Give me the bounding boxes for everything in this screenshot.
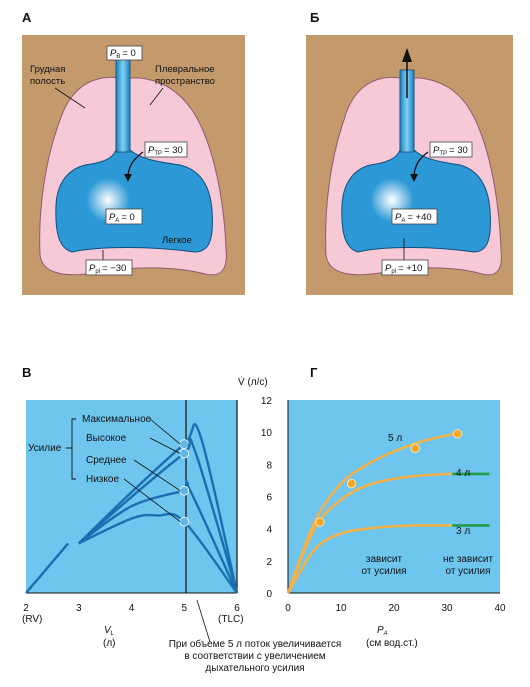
ppl-text-a: Ppl= −30 bbox=[89, 263, 126, 275]
effort-level-mid: Среднее bbox=[86, 455, 127, 466]
effort-label: Усилие bbox=[28, 443, 62, 454]
panel-g-x-tick: 10 bbox=[335, 603, 347, 614]
effort-level-low: Низкое bbox=[86, 474, 119, 485]
note-line-2: в соответствии с увеличением bbox=[184, 651, 325, 662]
curve-4-label: 4 л bbox=[456, 468, 470, 479]
panel-v-curves bbox=[25, 422, 239, 594]
ptp-text-a: PTP= 30 bbox=[148, 145, 183, 157]
panel-g-x-unit: (см вод.ст.) bbox=[366, 638, 418, 649]
effort-bracket bbox=[66, 418, 76, 480]
pb-box bbox=[106, 45, 143, 61]
panel-b-letter: Б bbox=[310, 10, 319, 25]
panel-v-x-unit: (л) bbox=[103, 638, 116, 649]
pb-text: PB= 0 bbox=[110, 48, 136, 60]
chest-leader bbox=[54, 87, 86, 109]
effort-leader-2 bbox=[149, 437, 181, 454]
panel-g-x-tick: 40 bbox=[494, 603, 506, 614]
ptp-text-b: PTP= 30 bbox=[433, 145, 468, 157]
chest-label-2: полость bbox=[30, 76, 65, 87]
pressure-flow-curve-2 bbox=[286, 472, 453, 594]
indep-label-2: от усилия bbox=[445, 566, 490, 577]
curve-5-label: 5 л bbox=[388, 433, 402, 444]
marker-5l-4 bbox=[179, 516, 190, 527]
panel-g-x-tick: 30 bbox=[441, 603, 453, 614]
panel-v-x-tick: 6 bbox=[234, 603, 240, 614]
effort-leader-4 bbox=[123, 478, 181, 523]
panel-g-plot-area bbox=[288, 400, 500, 593]
note-line-3: дыхательного усилия bbox=[205, 663, 304, 674]
effort-leaders bbox=[123, 418, 181, 523]
pleural-label-2: пространство bbox=[155, 76, 215, 87]
ptp-box-a bbox=[144, 141, 188, 158]
panel-v-x-label: VL bbox=[104, 625, 114, 637]
note-line-1: При объеме 5 л поток увеличивается bbox=[169, 638, 342, 650]
panel-g-y-label: V̇ (л/с) bbox=[238, 375, 268, 388]
pressure-marker-2 bbox=[346, 478, 357, 489]
pressure-flow-curve-1 bbox=[286, 432, 458, 594]
effort-level-high: Высокое bbox=[86, 433, 127, 444]
panel-g-curves bbox=[286, 429, 490, 594]
pressure-marker-4 bbox=[452, 429, 463, 439]
panel-g-y-tick: 10 bbox=[261, 428, 273, 439]
ppl-box-b bbox=[381, 259, 429, 276]
panel-g-y-tick: 0 bbox=[266, 589, 272, 600]
pleural-leader bbox=[149, 87, 164, 106]
dep-label-1: зависит bbox=[366, 554, 403, 565]
ptp-box-b bbox=[429, 141, 473, 158]
ppl-box-a bbox=[85, 259, 133, 276]
pressure-marker-3 bbox=[410, 443, 420, 453]
curve-common bbox=[25, 542, 70, 594]
pressure-marker-1 bbox=[315, 517, 325, 527]
panel-v-x-tick: 3 bbox=[76, 603, 82, 614]
panel-g-x-tick: 20 bbox=[388, 603, 400, 614]
lung-label: Легкое bbox=[162, 235, 192, 246]
indep-label-1: не зависит bbox=[443, 554, 493, 565]
effort-leader-1 bbox=[149, 418, 181, 445]
pa-box-b bbox=[391, 208, 438, 225]
pa-text-a: PA= 0 bbox=[109, 212, 135, 224]
panel-v-x-tick: 5 bbox=[181, 603, 187, 614]
panel-v-x-ticks: 2 3 4 5 6 bbox=[23, 603, 240, 614]
panel-g-y-tick: 2 bbox=[266, 557, 272, 568]
panel-v-letter: В bbox=[22, 365, 31, 380]
recoil-arrowhead bbox=[124, 174, 132, 182]
dep-label-2: от усилия bbox=[361, 566, 406, 577]
effort-level-max: Максимальное bbox=[82, 414, 152, 425]
pa-box-a bbox=[105, 208, 143, 225]
panel-g-letter: Г bbox=[310, 365, 318, 380]
rv-label: (RV) bbox=[22, 614, 42, 625]
pressure-flow-curve-3 bbox=[286, 524, 453, 594]
chest-label-1: Грудная bbox=[30, 64, 65, 75]
curve-3-label: 3 л bbox=[456, 526, 470, 537]
pleural-label-1: Плевральное bbox=[155, 64, 215, 75]
effort-leader-3 bbox=[133, 459, 181, 492]
trachea bbox=[115, 51, 131, 153]
marker-5l-3 bbox=[179, 485, 190, 496]
panel-g-y-tick: 12 bbox=[261, 396, 273, 407]
marker-5l-1 bbox=[179, 439, 190, 450]
panel-b: Б PTP= 30 PA= +40 Ppl= +10 bbox=[306, 10, 513, 295]
marker-5l-2 bbox=[179, 448, 190, 459]
panel-a: A Грудная полость Плевральное пространст… bbox=[22, 10, 245, 295]
panel-a-letter: A bbox=[22, 10, 32, 25]
panel-g-x-tick: 0 bbox=[285, 603, 291, 614]
panel-g-y-tick: 4 bbox=[266, 525, 272, 536]
panel-v-x-tick: 4 bbox=[129, 603, 135, 614]
panel-g-x-label: PA bbox=[377, 625, 388, 637]
panel-g-y-tick: 8 bbox=[266, 460, 272, 471]
tlc-label: (TLC) bbox=[218, 614, 244, 625]
ppl-text-b: Ppl= +10 bbox=[385, 263, 422, 275]
panel-g-y-tick: 6 bbox=[266, 493, 272, 504]
airflow-arrowhead bbox=[402, 48, 412, 62]
flow-volume-curve-4 bbox=[78, 512, 238, 594]
panel-v-x-tick: 2 bbox=[23, 603, 29, 614]
recoil-arrowhead-b bbox=[410, 174, 418, 182]
note-leader bbox=[196, 599, 211, 643]
pa-text-b: PA= +40 bbox=[395, 212, 432, 224]
panel-v: В 2 3 4 5 6 (RV) (TLC) VL (л) Усилие Максима… bbox=[22, 365, 341, 674]
